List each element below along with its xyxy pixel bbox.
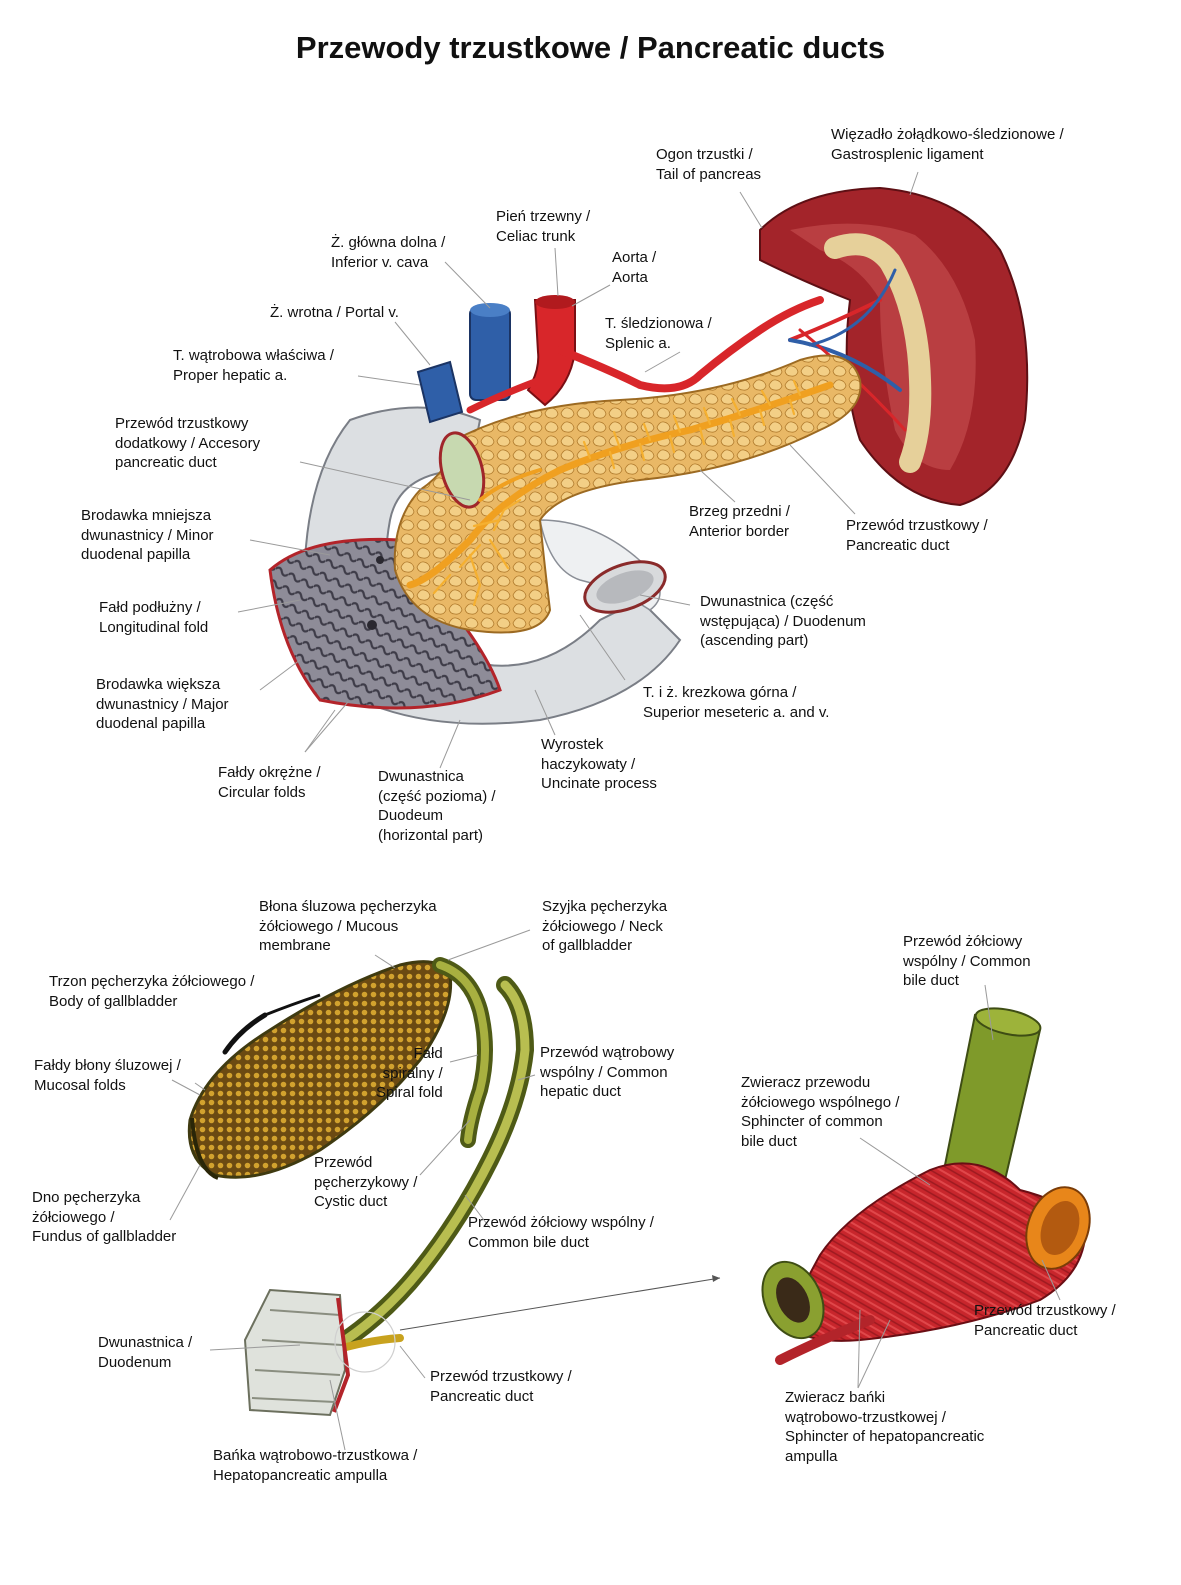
leader-lines (169, 171, 1061, 1451)
label-pancreatic-duct-right: Przewód trzustkowy /Pancreatic duct (974, 1302, 1116, 1339)
label-inferior-vena-cava: Ż. główna dolna /Inferior v. cava (331, 234, 446, 271)
label-common-bile-duct-bottom: Przewód żółciowy wspólny /Common bile du… (468, 1214, 654, 1251)
label-gastrosplenic-ligament: Więzadło żołądkowo-śledzionowe /Gastrosp… (831, 126, 1064, 163)
duodenum-segment (243, 1288, 396, 1417)
duodenum-interior-cutaway (268, 537, 502, 710)
main-pancreatic-duct (406, 379, 834, 607)
label-anterior-border: Brzeg przedni /Anterior border (689, 503, 790, 540)
label-mucosal-folds: Fałdy błony śluzowej /Mucosal folds (34, 1057, 181, 1094)
label-celiac-trunk: Pień trzewny /Celiac trunk (496, 208, 591, 245)
label-duodenum-horizontal-part: Dwunastnica(część pozioma) /Duodeum(hori… (378, 768, 496, 844)
biliary-ducts (321, 957, 534, 1359)
label-hepatopancreatic-ampulla: Bańka wątrobowo-trzustkowa /Hepatopancre… (213, 1447, 418, 1484)
spleen (759, 186, 1029, 507)
label-longitudinal-fold: Fałd podłużny /Longitudinal fold (99, 599, 209, 636)
label-body-of-gallbladder: Trzon pęcherzyka żółciowego /Body of gal… (49, 973, 255, 1010)
gallbladder (187, 960, 453, 1180)
label-tail-of-pancreas: Ogon trzustki /Tail of pancreas (656, 146, 762, 183)
label-pancreatic-duct-top: Przewód trzustkowy /Pancreatic duct (846, 517, 988, 554)
label-aorta: Aorta /Aorta (612, 249, 657, 286)
page-title: Przewody trzustkowe / Pancreatic ducts (295, 30, 886, 65)
sphincter-detail (761, 1007, 1091, 1365)
detail-arrowhead (712, 1275, 720, 1282)
label-duodenum-bottom: Dwunastnica /Duodenum (98, 1334, 193, 1371)
label-superior-mesenteric-vessels: T. i ż. krezkowa górna /Superior meseter… (643, 684, 830, 721)
pancreas (393, 354, 862, 634)
label-pancreatic-duct-bottom: Przewód trzustkowy /Pancreatic duct (430, 1368, 572, 1405)
detail-arrow (399, 1277, 721, 1331)
label-portal-vein: Ż. wrotna / Portal v. (270, 304, 399, 321)
label-splenic-artery: T. śledzionowa /Splenic a. (605, 315, 712, 352)
label-circular-folds: Fałdy okrężne /Circular folds (218, 764, 321, 801)
label-proper-hepatic-artery: T. wątrobowa właściwa /Proper hepatic a. (173, 347, 334, 384)
